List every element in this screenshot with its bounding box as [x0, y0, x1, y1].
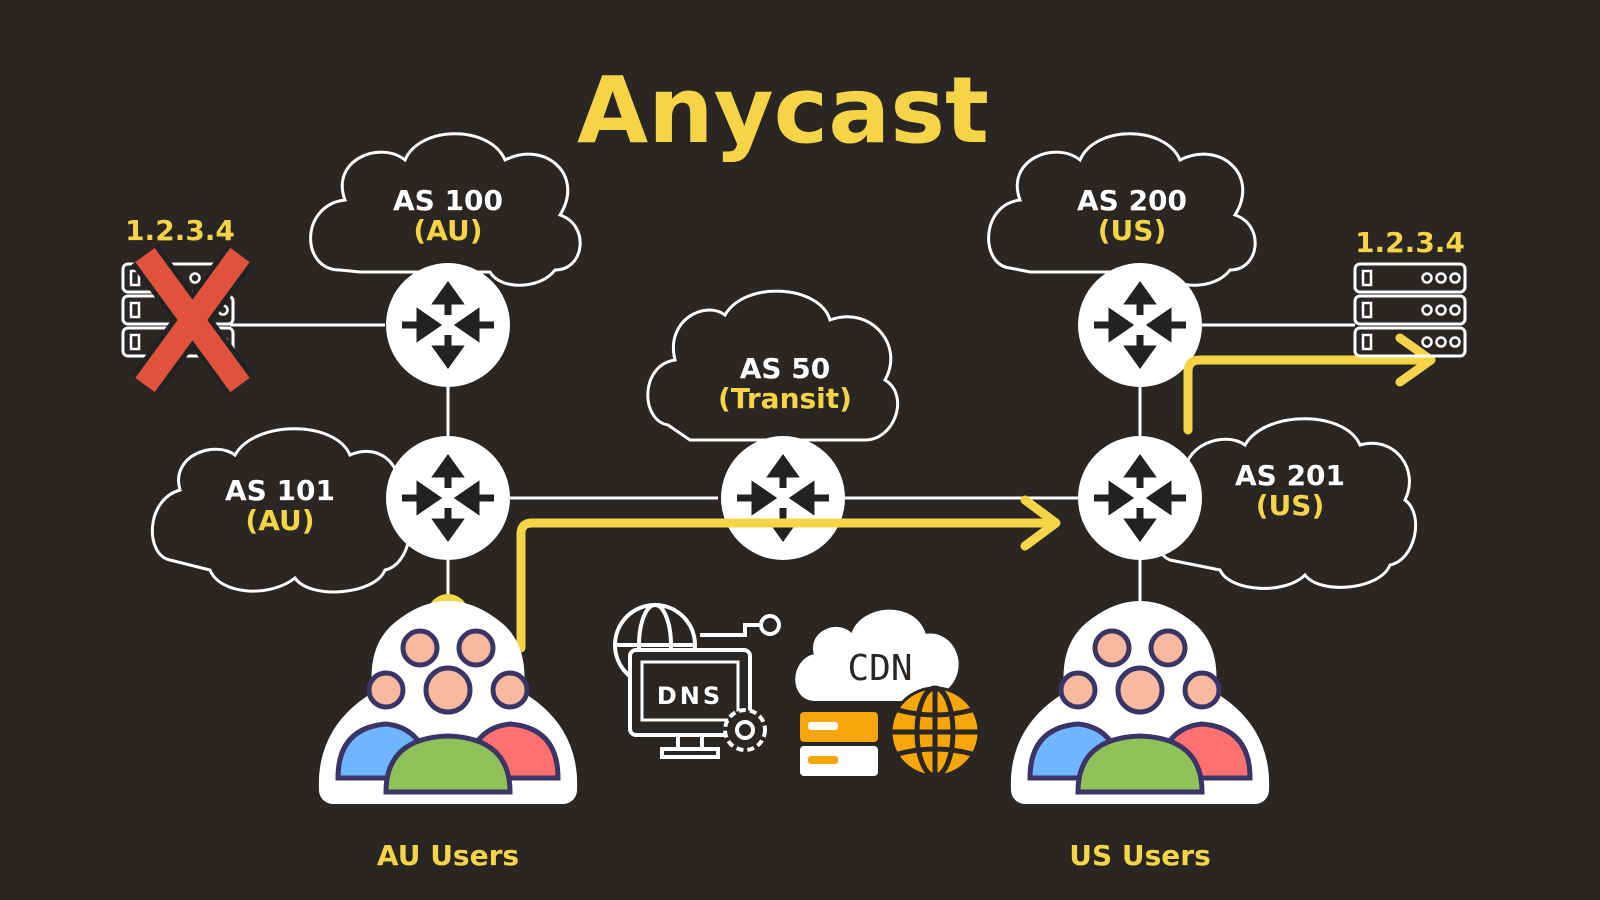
router-as50-icon	[721, 436, 845, 560]
as201-region: (US)	[1256, 489, 1325, 522]
au-users-label: AU Users	[377, 839, 519, 872]
as200-name: AS 200	[1077, 184, 1187, 217]
traffic-path	[516, 518, 1060, 653]
us-users-label: US Users	[1069, 839, 1211, 872]
cdn-label: CDN	[847, 648, 912, 689]
router-as201-icon	[1078, 436, 1202, 560]
as201-name: AS 201	[1235, 459, 1345, 492]
as101-region: (AU)	[245, 504, 314, 537]
failure-x-icon	[131, 244, 254, 396]
dns-icon: DNS	[613, 603, 781, 759]
traffic-arrowhead-1	[1020, 495, 1061, 551]
router-as200-icon	[1078, 263, 1202, 387]
au-server-ip: 1.2.3.4	[125, 214, 235, 247]
as100-name: AS 100	[393, 184, 503, 217]
as101-name: AS 101	[225, 474, 335, 507]
dns-label: DNS	[657, 682, 723, 710]
us-server-ip: 1.2.3.4	[1355, 226, 1465, 259]
us-users-icon	[1025, 615, 1255, 792]
au-users-icon	[333, 615, 563, 792]
page-title: Anycast	[577, 57, 989, 164]
router-as101-icon	[386, 436, 510, 560]
cloud-as50	[646, 289, 900, 442]
as50-region: (Transit)	[718, 382, 852, 415]
as200-region: (US)	[1098, 214, 1167, 247]
traffic-path-2	[1183, 355, 1435, 435]
as100-region: (AU)	[413, 214, 482, 247]
traffic-arrowhead-2	[1395, 333, 1436, 387]
router-as100-icon	[386, 263, 510, 387]
cloud-as200	[987, 132, 1257, 287]
cdn-icon: CDN	[795, 609, 981, 779]
as50-name: AS 50	[740, 352, 831, 385]
cloud-as101	[150, 427, 411, 594]
cloud-as100	[309, 132, 582, 287]
